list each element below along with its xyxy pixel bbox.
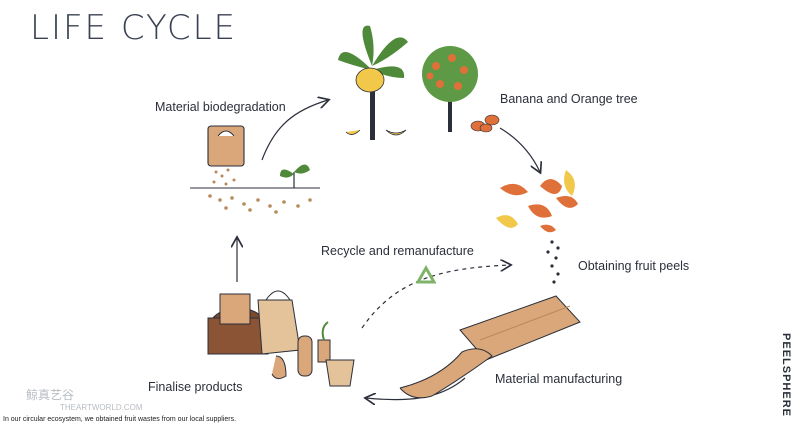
arrow-trees-to-peels bbox=[499, 127, 540, 172]
footnote: In our circular ecosystem, we obtained f… bbox=[3, 416, 237, 423]
products-illustration bbox=[207, 290, 355, 387]
fruit-peels-illustration bbox=[496, 170, 578, 284]
label-obtaining-fruit-peels: Obtaining fruit peels bbox=[578, 259, 690, 273]
brand-logo: PEELSPHERE bbox=[774, 330, 798, 420]
diagram-title: LIFE CYCLE bbox=[30, 8, 238, 48]
label-finalise-products: Finalise products bbox=[148, 380, 243, 394]
banana-tree-illustration bbox=[338, 25, 408, 140]
watermark: 鲸真艺谷 bbox=[26, 388, 75, 402]
label-banana-orange-tree: Banana and Orange tree bbox=[500, 92, 638, 106]
brand-name: PEELSPHERE bbox=[780, 333, 792, 417]
recycle-icon bbox=[415, 264, 437, 284]
watermark-sub: THEARTWORLD.COM bbox=[60, 403, 143, 412]
biodegradation-illustration bbox=[190, 125, 320, 214]
label-recycle-remanufacture: Recycle and remanufacture bbox=[321, 244, 474, 258]
label-material-biodegradation: Material biodegradation bbox=[155, 100, 286, 114]
arrow-biodegradation-to-trees bbox=[261, 100, 328, 161]
orange-tree-illustration bbox=[422, 46, 500, 133]
manufacturing-illustration bbox=[399, 295, 581, 399]
arrow-recycle-dashed bbox=[361, 265, 510, 329]
label-material-manufacturing: Material manufacturing bbox=[495, 372, 623, 386]
compost-bag bbox=[207, 125, 245, 167]
